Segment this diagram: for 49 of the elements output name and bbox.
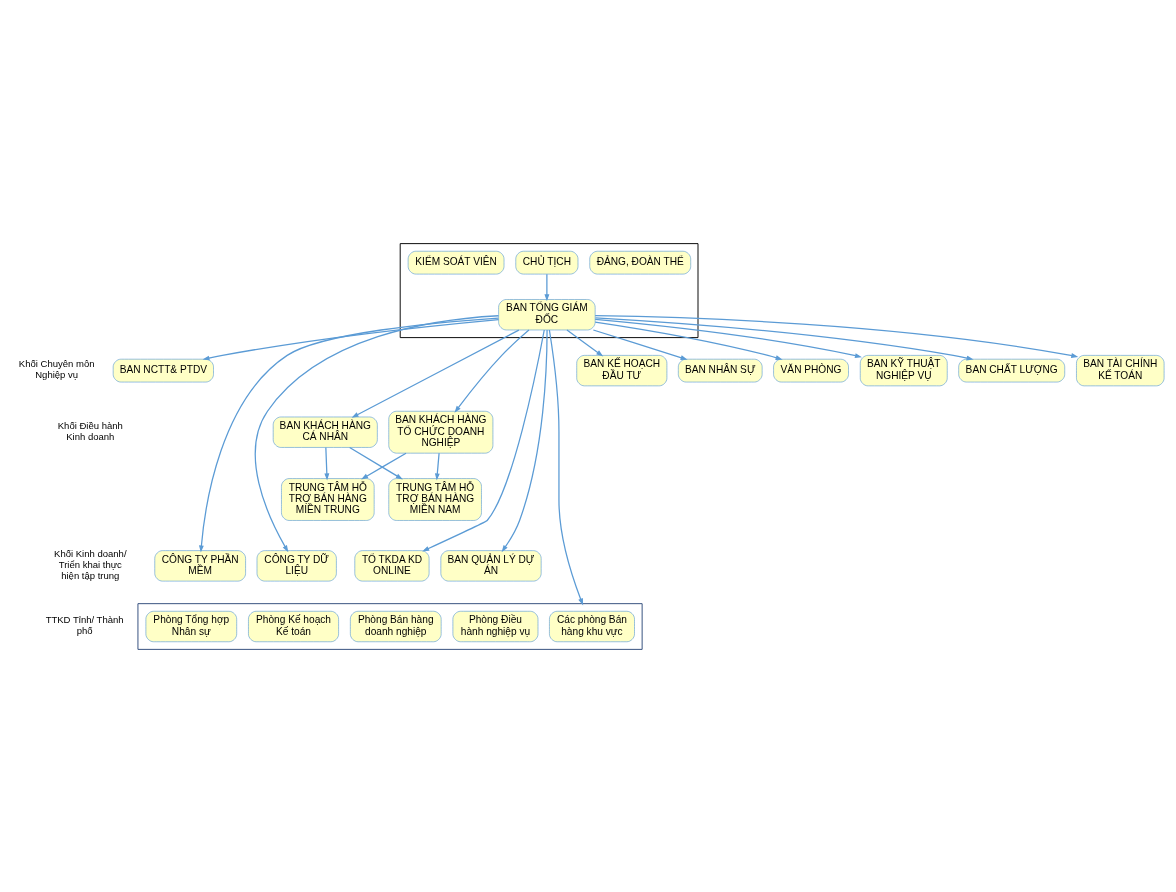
arrow xyxy=(566,328,604,356)
node-box: BAN CHẤT LƯỢNG xyxy=(958,358,1066,382)
node-box: BAN KẾ HOẠCH ĐẦU TƯ xyxy=(576,354,668,386)
node-box: CÔNG TY PHẦN MỀM xyxy=(154,549,246,581)
node-box: BAN TÀI CHÍNH KẾ TOÁN xyxy=(1076,354,1165,386)
node-box: Các phòng Bán hàng khu vực xyxy=(549,610,635,642)
node-box: BAN KHÁCH HÀNG TỔ CHỨC DOANH NGHIỆP xyxy=(388,410,494,453)
node-box: CHỦ TỊCH xyxy=(515,250,579,274)
node-box: BAN QUẢN LÝ DỰ ÁN xyxy=(440,549,542,581)
arrow xyxy=(434,452,440,480)
arrow xyxy=(454,328,530,413)
arrow xyxy=(594,320,783,360)
arrow xyxy=(361,452,407,479)
arrow xyxy=(324,446,330,480)
arrow xyxy=(422,328,545,551)
node-box: CÔNG TY DỮ LIỆU xyxy=(256,549,337,581)
node-box: Phòng Tổng hợp Nhân sự xyxy=(145,610,237,642)
node-box: Phòng Kế hoạch Kế toán xyxy=(248,610,339,642)
label: Khối Điều hành Kinh doanh xyxy=(57,419,123,442)
arrow xyxy=(202,318,500,360)
arrow xyxy=(198,316,500,553)
node-box: Phòng Điều hành nghiệp vụ xyxy=(452,610,539,642)
cluster xyxy=(399,242,699,338)
node-box: TRUNG TÂM HỖ TRỢ BÁN HÀNG MIỀN TRUNG xyxy=(281,477,375,521)
arrow xyxy=(544,273,550,301)
node-box: Phòng Bán hàng doanh nghiệp xyxy=(350,610,442,642)
node-box: TỔ TKDA KD ONLINE xyxy=(354,549,430,581)
arrow xyxy=(548,328,584,605)
arrow xyxy=(594,316,974,360)
node-box: ĐẢNG, ĐOÀN THỂ xyxy=(589,250,692,274)
node-box: BAN KỸ THUẬT NGHIỆP VỤ xyxy=(859,354,948,386)
label: Khối Chuyên môn Nghiệp vụ xyxy=(18,357,95,380)
arrow xyxy=(594,314,1079,358)
arrow xyxy=(254,314,500,552)
arrow xyxy=(351,328,520,418)
arrow xyxy=(501,328,548,552)
node-box: BAN TỔNG GIÁM ĐỐC xyxy=(498,298,596,330)
arrow xyxy=(594,318,862,358)
node-box: TRUNG TÂM HỖ TRỢ BÁN HÀNG MIỀN NAM xyxy=(388,477,482,521)
cluster xyxy=(137,602,643,650)
label: TTKD Tỉnh/ Thành phố xyxy=(45,613,124,636)
arrow xyxy=(592,328,688,360)
arrow xyxy=(349,446,403,479)
node-box: BAN NHÂN SỰ xyxy=(678,358,763,382)
node-box: BAN NCTT& PTDV xyxy=(112,358,214,382)
node-box: BAN KHÁCH HÀNG CÁ NHÂN xyxy=(272,416,378,448)
node-box: VĂN PHÒNG xyxy=(773,358,849,382)
label: Khối Kinh doanh/ Triển khai thực hiện tập trung xyxy=(54,547,127,581)
node-box: KIỂM SOÁT VIÊN xyxy=(407,250,505,274)
